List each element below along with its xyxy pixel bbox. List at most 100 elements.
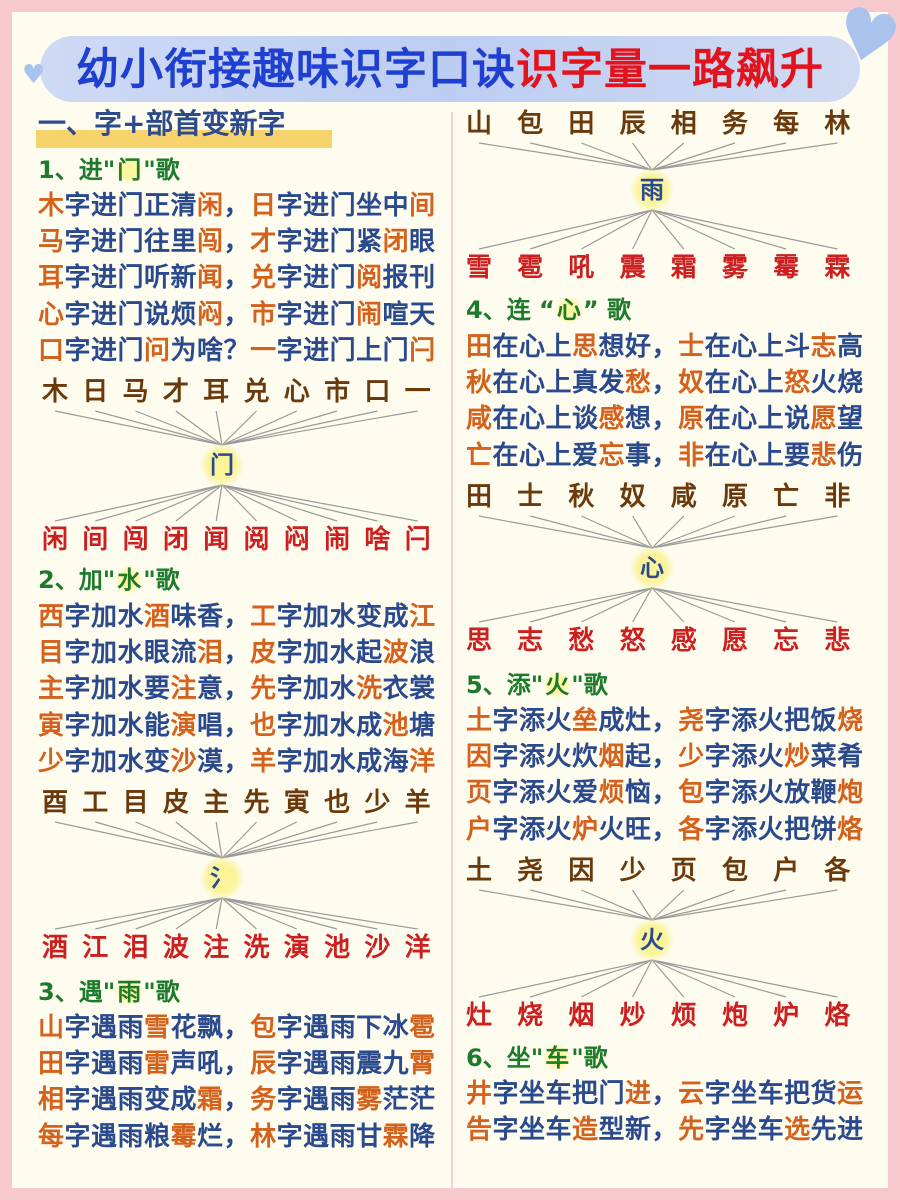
highlight-char: 运 bbox=[837, 1079, 864, 1109]
highlight-char: 霄 bbox=[409, 1049, 436, 1080]
rhyme-text: ， bbox=[223, 1085, 251, 1116]
rhyme-line: 目字加水眼流泪，皮字加水起波浪 bbox=[38, 636, 436, 670]
highlight-char: 秋 bbox=[466, 368, 493, 399]
song-title-suffix: "歌 bbox=[143, 566, 180, 594]
highlight-char: 进 bbox=[625, 1079, 652, 1109]
base-char: 口 bbox=[364, 377, 391, 407]
song-title-key: 门 bbox=[115, 156, 144, 184]
highlight-char: 咸 bbox=[466, 404, 493, 435]
highlight-char: 志 bbox=[810, 332, 838, 362]
highlight-char: 洗 bbox=[356, 674, 383, 705]
rhyme-text: 眼 bbox=[409, 227, 436, 258]
highlight-char: 日 bbox=[250, 191, 277, 221]
section-heading: 一、字+部首变新字 bbox=[38, 107, 286, 140]
highlight-char: 烧 bbox=[837, 706, 864, 736]
base-char: 辰 bbox=[619, 109, 646, 139]
highlight-char: 非 bbox=[678, 440, 705, 471]
rhyme-text: 字进门 bbox=[276, 299, 357, 330]
rhyme-text: 字进门往里 bbox=[64, 227, 198, 258]
song-title-suffix: "歌 bbox=[143, 978, 180, 1006]
rhyme-text: 字遇雨震九 bbox=[276, 1049, 410, 1080]
rhyme-text: 字遇雨粮 bbox=[64, 1121, 171, 1152]
base-char: 秋 bbox=[568, 482, 595, 512]
rhyme-text: 字加水 bbox=[276, 674, 357, 705]
rhyme-line: 页字添火爱烦恼，包字添火放鞭炮 bbox=[466, 776, 864, 810]
highlight-char: 雪 bbox=[144, 1013, 171, 1043]
rhyme-line: 少字加水变沙漠，羊字加水成海洋 bbox=[38, 745, 436, 779]
highlight-char: 闩 bbox=[409, 335, 436, 366]
highlight-char: 问 bbox=[144, 335, 171, 366]
base-char: 田 bbox=[465, 482, 492, 512]
highlight-char: 口 bbox=[38, 335, 65, 366]
base-char: 林 bbox=[824, 109, 851, 139]
rhyme-text: ， bbox=[223, 263, 251, 294]
song-title-prefix: 4、连 “ bbox=[466, 296, 555, 324]
highlight-char: 沙 bbox=[170, 746, 198, 777]
result-char: 怒 bbox=[619, 626, 646, 656]
rhyme-text: ， bbox=[223, 638, 251, 669]
base-char: 酉 bbox=[41, 788, 68, 818]
highlight-char: 闭 bbox=[382, 227, 410, 258]
rhyme-text: 字添火 bbox=[492, 706, 573, 736]
rhyme-text: 烂， bbox=[197, 1121, 251, 1152]
base-char: 包 bbox=[721, 856, 748, 886]
highlight-char: 霖 bbox=[382, 1121, 410, 1152]
result-char: 灶 bbox=[465, 1001, 492, 1031]
rhyme-text: 漠， bbox=[197, 746, 251, 777]
rhyme-line: 马字进门往里闯，才字进门紧闭眼 bbox=[38, 225, 436, 259]
result-char: 闲 bbox=[41, 525, 68, 555]
rhyme-line: 因字添火炊烟起，少字添火炒菜肴 bbox=[466, 740, 864, 774]
rhyme-text: 在心上谈 bbox=[492, 404, 599, 435]
rhyme-line: 户字添火炉火旺，各字添火把饼烙 bbox=[466, 813, 864, 847]
result-char: 闻 bbox=[203, 525, 230, 555]
highlight-char: 演 bbox=[170, 710, 198, 741]
rhyme-text: 字添火 bbox=[704, 742, 785, 773]
title-blue: 幼小衔接趣味识字口诀 bbox=[76, 45, 516, 95]
rhyme-text: 在心上说 bbox=[704, 404, 811, 435]
song-title-suffix: "歌 bbox=[571, 671, 608, 699]
highlight-char: 霉 bbox=[170, 1121, 198, 1152]
song-title-prefix: 5、添" bbox=[466, 671, 544, 699]
rhyme-text: 味香， bbox=[170, 602, 251, 632]
rhyme-text: 为啥？ bbox=[170, 335, 251, 366]
result-char: 阅 bbox=[243, 525, 270, 555]
rhyme-text: 字添火把饭 bbox=[704, 706, 838, 736]
result-char: 震 bbox=[619, 253, 646, 283]
result-char: 酒 bbox=[41, 933, 68, 963]
song-title-key: 水 bbox=[115, 566, 144, 594]
rhyme-text: 高 bbox=[837, 332, 864, 362]
rhyme-text: 唱， bbox=[197, 710, 251, 741]
highlight-char: 闹 bbox=[356, 299, 383, 330]
rhyme-text: 字进门 bbox=[64, 335, 145, 366]
rhyme-text: 字遇雨 bbox=[64, 1013, 145, 1043]
result-char: 愿 bbox=[721, 626, 748, 656]
rhyme-text: 浪 bbox=[409, 638, 436, 669]
song-title-prefix: 2、加" bbox=[38, 566, 116, 594]
rhyme-text: 意， bbox=[197, 674, 251, 705]
highlight-char: 目 bbox=[38, 638, 65, 669]
song-title: 5、添"火"歌 bbox=[466, 669, 608, 701]
highlight-char: 先 bbox=[678, 1115, 705, 1146]
rhyme-text: 花飘， bbox=[170, 1013, 251, 1043]
rhyme-text: 声吼， bbox=[170, 1049, 251, 1080]
rhyme-text: 火烧 bbox=[810, 368, 864, 399]
highlight-char: 思 bbox=[572, 332, 599, 362]
highlight-char: 雷 bbox=[144, 1049, 171, 1080]
highlight-char: 西 bbox=[38, 602, 65, 632]
rhyme-text: 字加水成海 bbox=[276, 746, 410, 777]
base-char: 士 bbox=[517, 482, 544, 512]
base-char: 户 bbox=[773, 856, 800, 886]
rhyme-text: 在心上真发 bbox=[492, 368, 626, 399]
highlight-char: 土 bbox=[466, 706, 493, 736]
rhyme-text: 字添火爱 bbox=[492, 778, 599, 809]
radical-center: 火 bbox=[630, 918, 674, 962]
highlight-char: 皮 bbox=[250, 638, 277, 669]
rhyme-text: 字加水变成 bbox=[276, 602, 410, 632]
radical-center: 心 bbox=[630, 546, 674, 590]
rhyme-text: 字进门上门 bbox=[276, 335, 410, 366]
rhyme-text: 伤 bbox=[837, 440, 864, 471]
song-title-key: 火 bbox=[543, 671, 572, 699]
base-char: 各 bbox=[824, 856, 851, 886]
title-red: 识字量一路飙升 bbox=[516, 45, 824, 95]
song-title-key: 雨 bbox=[115, 978, 144, 1006]
